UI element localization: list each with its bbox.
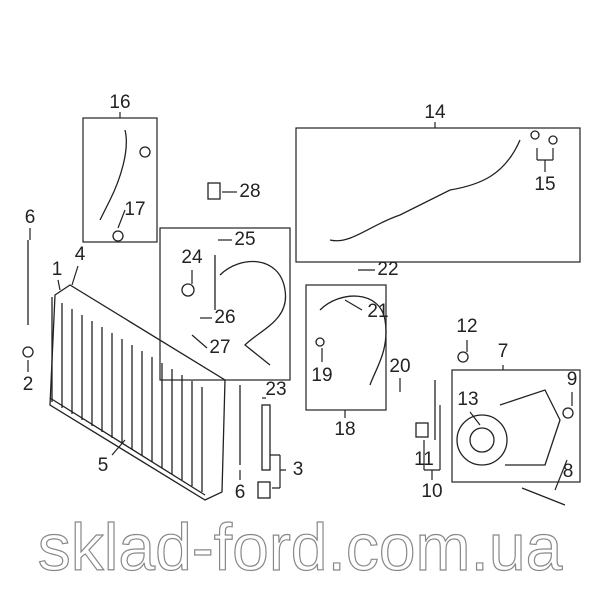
callout-9[interactable]: 9 (567, 369, 578, 390)
callout-24[interactable]: 24 (181, 247, 203, 268)
cap-28 (207, 182, 221, 200)
line-24 (214, 255, 287, 366)
bolt-12 (457, 351, 469, 363)
line-18 (319, 295, 387, 386)
oring-16 (139, 146, 151, 158)
seal-5 (49, 397, 206, 496)
line-16 (99, 129, 127, 221)
callout-19[interactable]: 19 (311, 365, 332, 386)
callout-1[interactable]: 1 (52, 259, 63, 280)
oring-15b (548, 135, 558, 145)
callout-20[interactable]: 20 (389, 356, 410, 377)
group-box-18 (305, 284, 387, 411)
callout-14[interactable]: 14 (424, 102, 446, 123)
oring-17 (112, 230, 124, 242)
group-box-7 (451, 369, 581, 483)
condenser (49, 284, 226, 501)
stud-8 (521, 487, 566, 506)
oring-15a (530, 130, 540, 140)
callout-3[interactable]: 3 (293, 459, 304, 480)
callout-23[interactable]: 23 (265, 379, 286, 400)
callout-27[interactable]: 27 (209, 337, 230, 358)
oring-19 (315, 337, 325, 347)
callout-15[interactable]: 15 (534, 174, 555, 195)
bolt-2 (22, 346, 34, 358)
callout-8[interactable]: 8 (563, 461, 574, 482)
callout-25[interactable]: 25 (234, 229, 255, 250)
leader-lines (27, 112, 573, 491)
callout-17[interactable]: 17 (124, 199, 145, 220)
seal-23 (261, 404, 271, 471)
callout-16[interactable]: 16 (109, 92, 130, 113)
callout-21[interactable]: 21 (367, 301, 388, 322)
nut-9 (562, 407, 574, 419)
callout-5[interactable]: 5 (98, 455, 109, 476)
oring-24 (181, 283, 195, 297)
callout-28[interactable]: 28 (239, 181, 260, 202)
callout-13[interactable]: 13 (457, 389, 478, 410)
callout-6[interactable]: 6 (25, 207, 36, 228)
compressor (456, 389, 561, 466)
line-14 (329, 139, 521, 242)
callout-18[interactable]: 18 (334, 419, 355, 440)
group-box-14 (295, 127, 581, 263)
callout-11[interactable]: 11 (414, 449, 434, 470)
plug-3 (257, 481, 271, 499)
callout-6[interactable]: 6 (235, 482, 246, 503)
callout-22[interactable]: 22 (377, 259, 398, 280)
callout-4[interactable]: 4 (75, 244, 86, 265)
callout-2[interactable]: 2 (23, 374, 34, 395)
callout-10[interactable]: 10 (421, 481, 442, 502)
bushing-11 (415, 422, 429, 438)
callout-12[interactable]: 12 (456, 316, 477, 337)
watermark: sklad-ford.com.ua (38, 510, 563, 584)
callout-26[interactable]: 26 (214, 307, 235, 328)
callout-7[interactable]: 7 (498, 341, 509, 362)
